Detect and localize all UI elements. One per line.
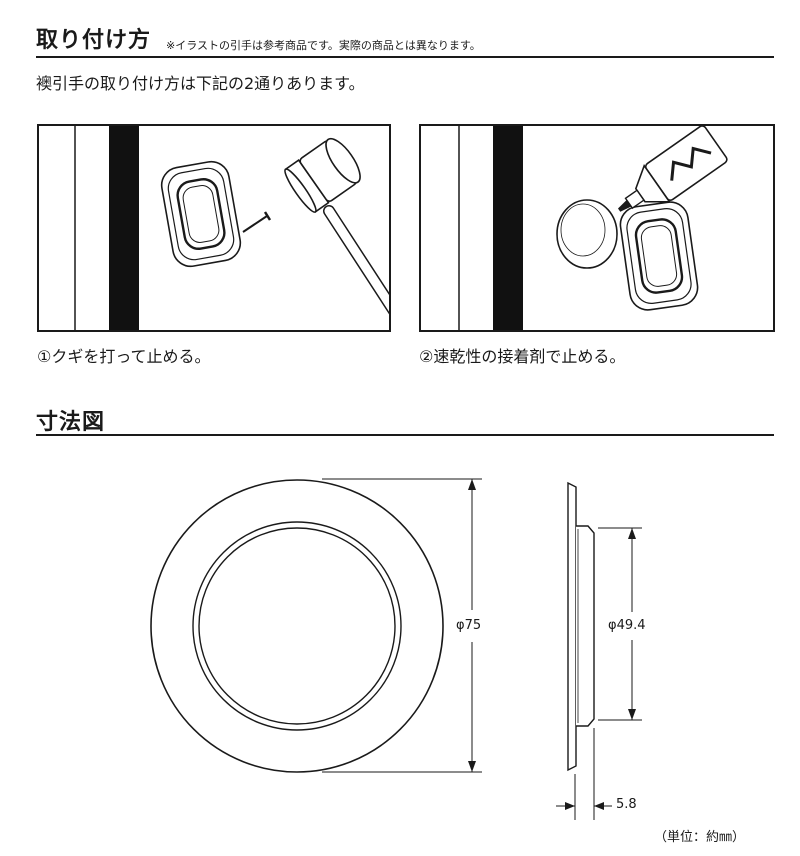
outer-diameter-label: φ75 [456,618,482,633]
door-pull-icon [160,160,242,268]
depth-dimension [556,728,612,820]
outer-rim [150,479,444,773]
inner-rim [192,521,402,731]
glue-blob-icon [556,199,618,269]
illustration-note: ※イラストの引手は参考商品です。実際の商品とは異なります。 [166,39,481,52]
unit-note: （単位：約㎜） [654,830,746,845]
section-title-installation: 取り付け方 [36,28,152,53]
method-1-caption: ①クギを打って止める。 [37,347,211,366]
inner-recess [198,527,396,725]
outer-diameter-dimension [322,478,482,773]
inner-diameter-label: φ49.4 [608,618,646,633]
side-view [567,481,595,772]
inner-diameter-dimension [598,527,642,721]
depth-label: 5.8 [616,797,637,812]
method-2-drawing [458,126,728,330]
nail-icon [242,211,272,233]
section-divider [36,56,774,58]
door-pull-icon [619,201,699,311]
glue-tube-icon [617,126,728,212]
section-title-dimensions: 寸法図 [36,410,106,435]
front-view [150,479,444,773]
intro-text: 襖引手の取り付け方は下記の2通りあります。 [36,74,365,93]
method-1-drawing [74,126,389,330]
frame-bar [109,126,139,330]
method-2-caption: ②速乾性の接着剤で止める。 [419,347,626,366]
method-2-illustration [419,124,775,332]
frame-bar [493,126,523,330]
hammer-icon [284,137,389,315]
method-1-illustration [37,124,391,332]
section-divider [36,434,774,436]
